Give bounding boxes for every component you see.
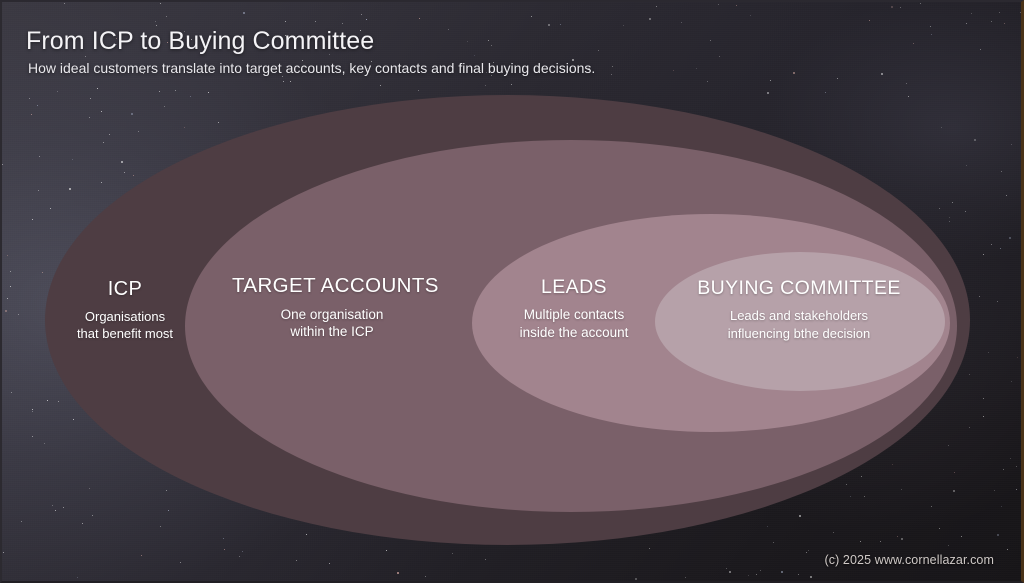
stage-title-leads: LEADS (541, 276, 607, 298)
stage-label-buying-committee: BUYING COMMITTEE Leads and stakeholders … (668, 277, 930, 342)
stage-description-buying-committee: Leads and stakeholders influencing bthe … (668, 307, 930, 341)
stage-description-leads-line2: inside the account (519, 325, 629, 341)
footer-credit: (c) 2025 www.cornellazar.com (824, 553, 994, 567)
stage-description-target-accounts: One organisation within the ICP (232, 306, 432, 342)
stage-label-leads: LEADS Multiple contacts inside the accou… (488, 276, 660, 342)
header-block: From ICP to Buying Committee How ideal c… (26, 27, 595, 77)
stage-label-target-accounts: TARGET ACCOUNTS One organisation within … (232, 274, 439, 342)
stage-title-buying-committee: BUYING COMMITTEE (697, 277, 901, 299)
stage-description-icp-line2: that benefit most (76, 326, 174, 342)
page-title: From ICP to Buying Committee (26, 27, 375, 55)
stage-description-icp: Organisations that benefit most (40, 308, 210, 342)
stage-description-target-accounts-line1: One organisation (280, 306, 384, 322)
stage-title-icp: ICP (107, 278, 143, 300)
stage-description-target-accounts-line2: within the ICP (290, 324, 374, 340)
stage-description-icp-line1: Organisations (84, 309, 166, 324)
ellipse-buying-committee (655, 252, 945, 391)
stage-description-leads: Multiple contacts inside the account (488, 306, 660, 342)
stage-description-buying-committee-line2: influencing bthe decision (727, 325, 871, 341)
stage-description-buying-committee-line1: Leads and stakeholders (729, 308, 869, 324)
stage-label-icp: ICP Organisations that benefit most (40, 278, 210, 342)
stage-title-target-accounts: TARGET ACCOUNTS (232, 274, 439, 297)
stage-description-leads-line1: Multiple contacts (523, 307, 625, 323)
page-subtitle: How ideal customers translate into targe… (28, 60, 596, 76)
